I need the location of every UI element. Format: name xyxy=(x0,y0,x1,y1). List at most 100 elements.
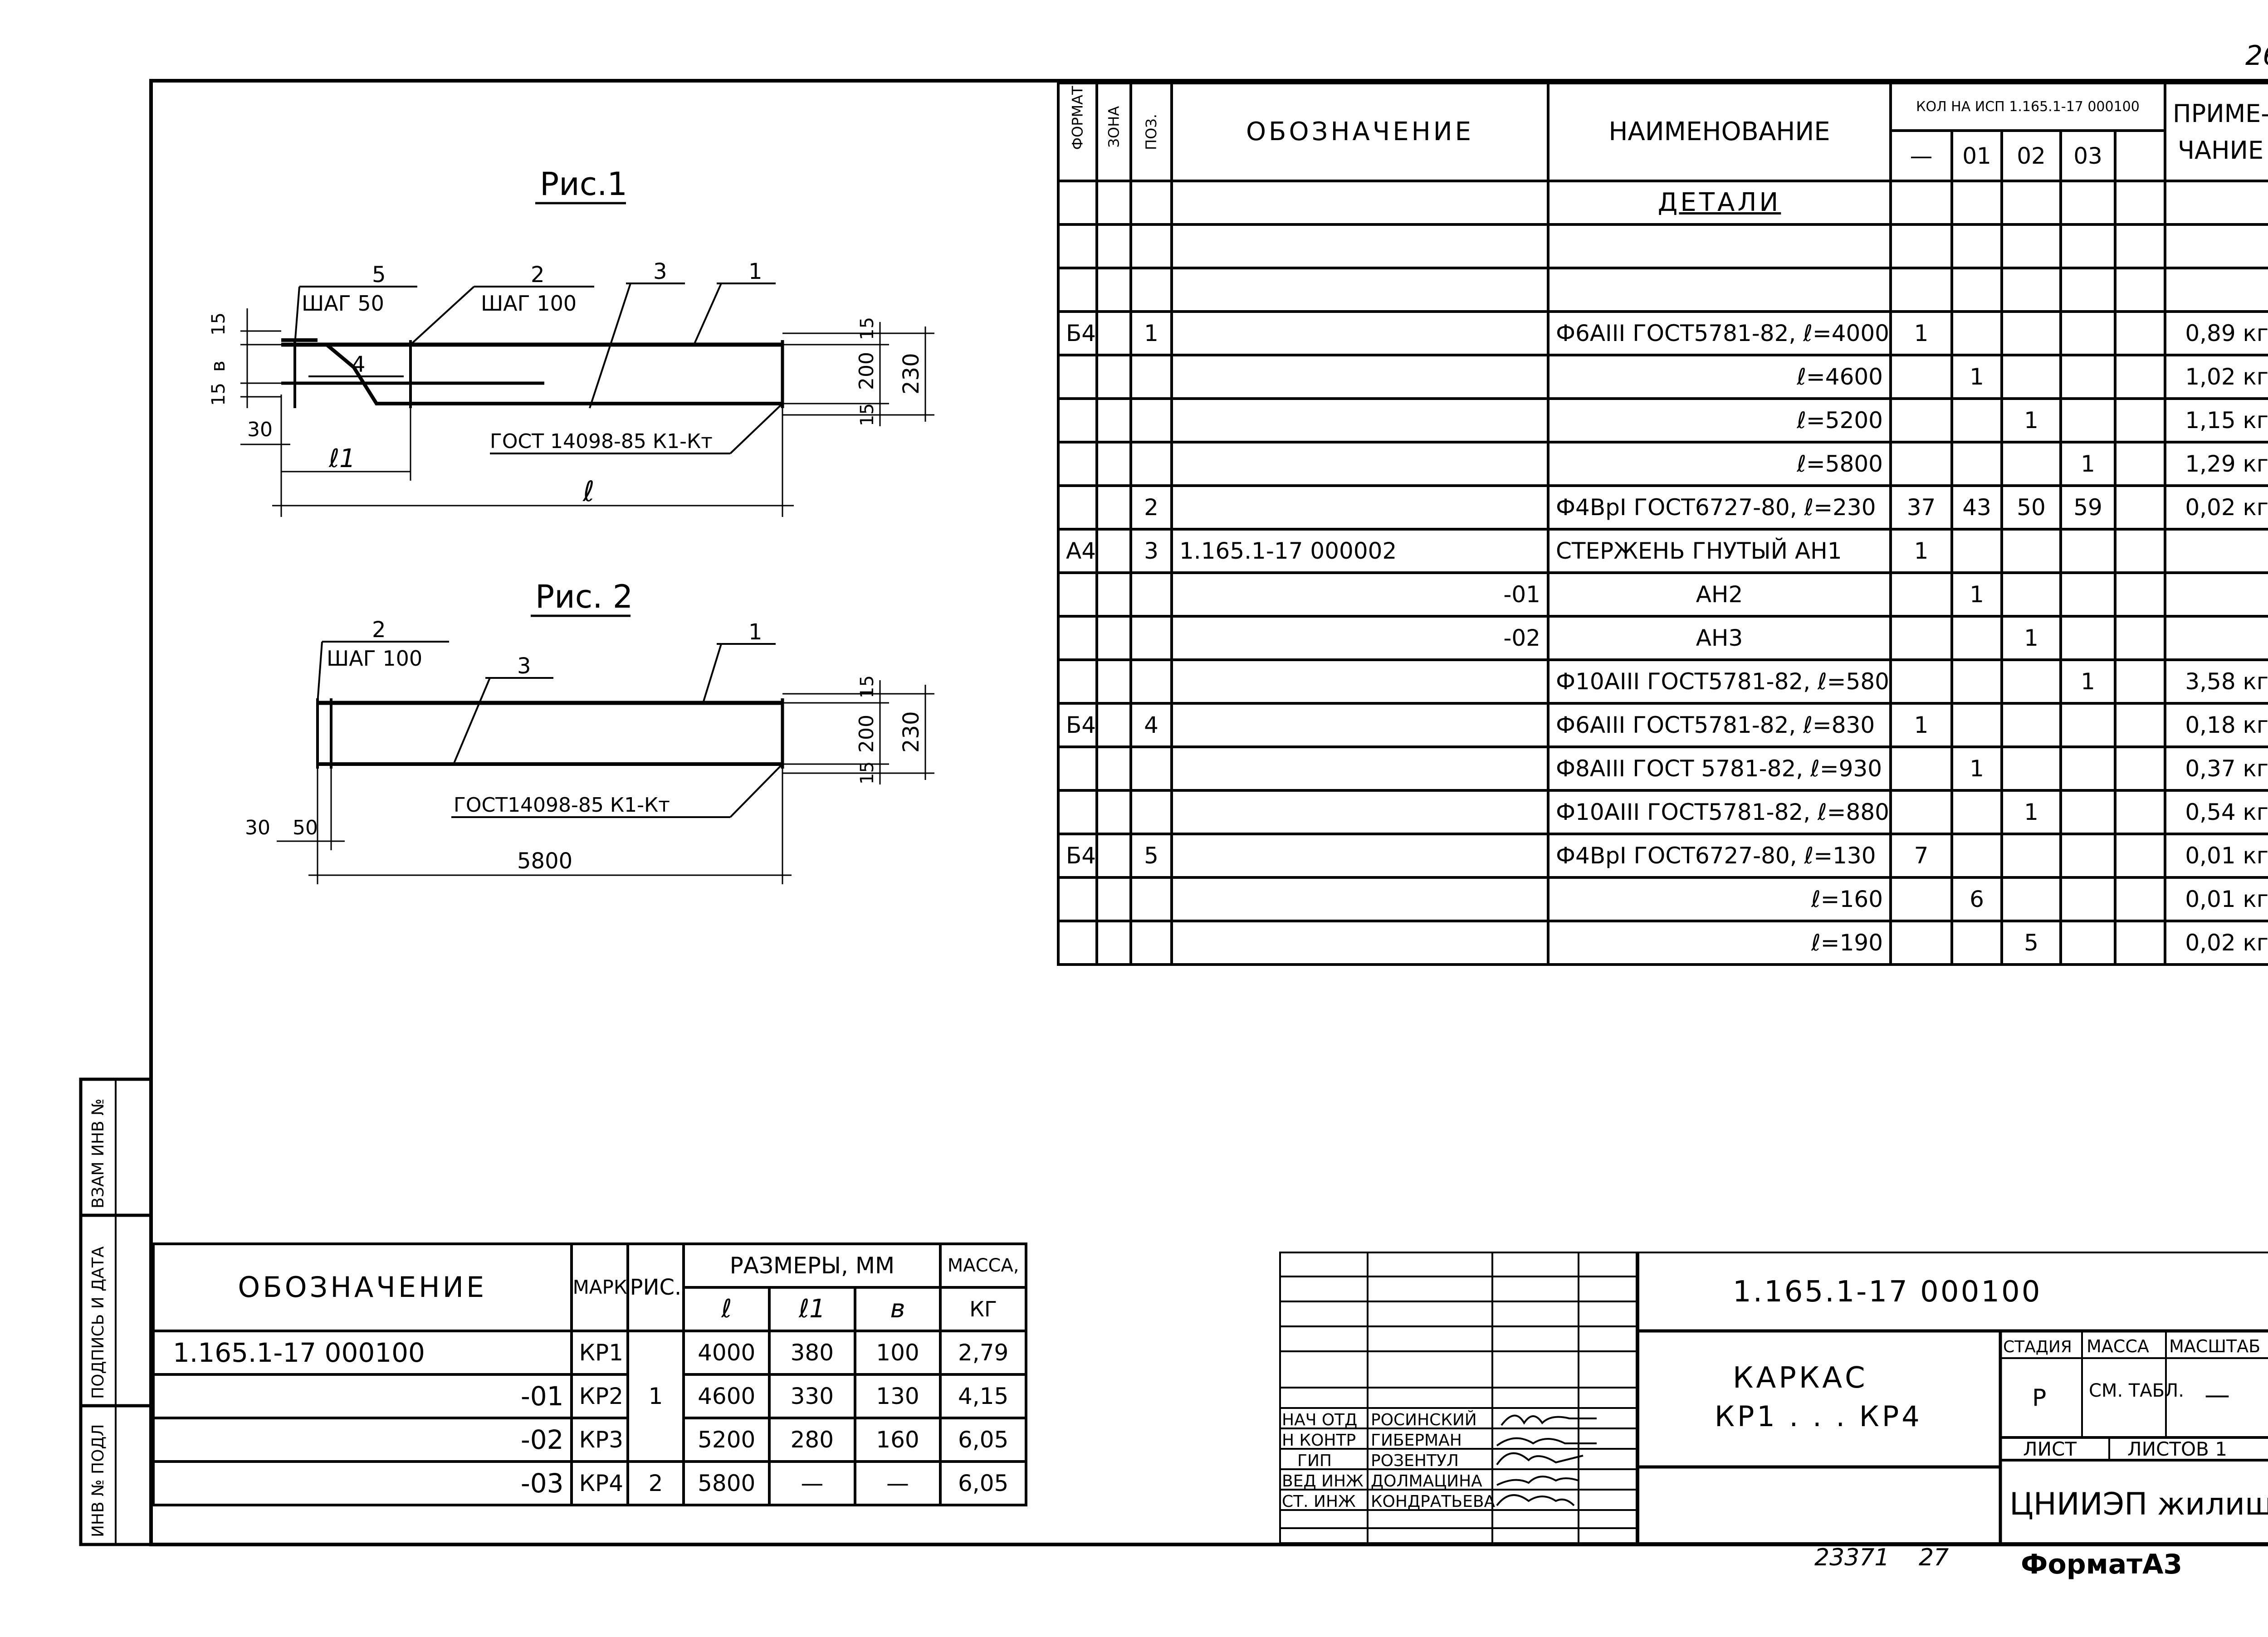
spec-qty: 1 xyxy=(2059,658,2116,705)
spec-qty xyxy=(1950,528,2003,574)
col-variant-03: 03 xyxy=(2059,129,2116,182)
spec-zone xyxy=(1095,876,1132,922)
spec-qty: 1 xyxy=(1889,310,1953,356)
spec-format: Б4 xyxy=(1057,833,1098,879)
side-strip-vzam: ВЗАМ ИНВ № xyxy=(89,1099,108,1209)
spec-pos xyxy=(1129,223,1173,269)
sizes-fig: 1 xyxy=(626,1330,685,1463)
fig1-dim-r200: 200 xyxy=(855,352,878,390)
spec-format xyxy=(1057,441,1098,487)
fig1-left-dims: 15 в 15 30 ℓ1 ℓ xyxy=(207,308,794,517)
spec-name: ℓ=5800 xyxy=(1547,441,1892,487)
spec-qty: 1 xyxy=(1950,354,2003,400)
col-qty: КОЛ НА ИСП 1.165.1-17 000100 xyxy=(1889,81,2167,132)
tb-role-name: ГИБЕРМАН xyxy=(1371,1431,1462,1450)
spec-qty xyxy=(2000,223,2062,269)
spec-qty xyxy=(1889,658,1953,705)
spec-qty-extra xyxy=(2113,223,2167,269)
spec-note: 1,29 кг xyxy=(2164,441,2268,487)
spec-qty-extra xyxy=(2113,658,2167,705)
tb-scale-label: МАСШТАБ xyxy=(2169,1336,2260,1356)
fig1-dim-l: ℓ xyxy=(582,475,595,508)
spec-qty-extra xyxy=(2113,920,2167,966)
spec-note: 0,01 кг xyxy=(2164,833,2268,879)
spec-pos: 1 xyxy=(1129,310,1173,356)
spec-note: 0,37 кг xyxy=(2164,745,2268,792)
spec-pos xyxy=(1129,397,1173,443)
col-format: ФОРМАТ xyxy=(1057,82,1098,182)
sizes-col-mark: МАРКА xyxy=(570,1242,629,1332)
spec-qty-extra xyxy=(2113,267,2167,313)
sizes-row: 1.165.1-17 000100 КР1 1 4000 380 100 2,7… xyxy=(152,1330,1027,1463)
fig1-right-dims: 15 200 15 230 xyxy=(782,317,934,426)
spec-zone xyxy=(1095,833,1132,879)
spec-note xyxy=(2164,528,2268,574)
spec-format xyxy=(1057,223,1098,269)
sizes-l1: 330 xyxy=(768,1373,856,1419)
sizes-l: 4000 xyxy=(682,1330,771,1376)
sizes-row: -02 КР3 5200 280 160 6,05 xyxy=(152,1417,1027,1463)
spec-name xyxy=(1547,223,1892,269)
spec-name: Ф10АIII ГОСТ5781-82, ℓ=880 xyxy=(1547,789,1892,835)
spec-note xyxy=(2164,223,2268,269)
tb-scale: — xyxy=(2204,1380,2230,1410)
spec-qty xyxy=(1889,920,1953,966)
spec-qty: 50 xyxy=(2000,484,2062,531)
spec-zone xyxy=(1095,702,1132,748)
spec-designation xyxy=(1170,267,1549,313)
sizes-col-designation: ОБОЗНАЧЕНИЕ xyxy=(152,1242,573,1332)
spec-format xyxy=(1057,789,1098,835)
spec-format xyxy=(1057,615,1098,661)
spec-zone xyxy=(1095,745,1132,792)
tb-stage: Р xyxy=(2032,1384,2046,1412)
spec-note: 1,15 кг xyxy=(2164,397,2268,443)
sizes-b: — xyxy=(853,1460,942,1506)
fig2-callout-3: 3 xyxy=(517,653,531,679)
sizes-designation: -03 xyxy=(152,1460,573,1506)
spec-format: Б4 xyxy=(1057,702,1098,748)
spec-format xyxy=(1057,658,1098,705)
fig1-dim-top: 15 xyxy=(208,312,229,336)
spec-pos xyxy=(1129,441,1173,487)
spec-qty: 6 xyxy=(1950,876,2003,922)
fig1-callout-2: 2 xyxy=(531,262,545,287)
fig1-dim-r15-top: 15 xyxy=(857,317,878,340)
spec-designation xyxy=(1170,397,1549,443)
fig1-callout-1: 1 xyxy=(748,259,763,284)
sizes-mark: КР4 xyxy=(570,1460,629,1506)
col-note-line2: ЧАНИЕ xyxy=(2177,136,2264,165)
spec-format xyxy=(1057,571,1098,618)
spec-format: Б4 xyxy=(1057,310,1098,356)
spec-qty xyxy=(2000,310,2062,356)
spec-note: 0,54 кг xyxy=(2164,789,2268,835)
sizes-designation: -02 xyxy=(152,1417,573,1463)
fig1-step-50: ШАГ 50 xyxy=(302,291,384,316)
tb-sheets-label: ЛИСТОВ 1 xyxy=(2127,1438,2227,1460)
spec-qty: 5 xyxy=(2000,920,2062,966)
spec-qty xyxy=(2059,267,2116,313)
spec-qty: 1 xyxy=(2059,441,2116,487)
spec-zone xyxy=(1095,267,1132,313)
fig2-dim-r15-top: 15 xyxy=(857,675,878,698)
spec-qty-extra xyxy=(2113,397,2167,443)
fig1-dim-l1: ℓ1 xyxy=(328,444,356,473)
spec-qty xyxy=(1889,397,1953,443)
spec-designation xyxy=(1170,310,1549,356)
fig1-callout-3: 3 xyxy=(653,259,667,284)
spec-zone xyxy=(1095,789,1132,835)
spec-format xyxy=(1057,354,1098,400)
spec-qty-extra xyxy=(2113,441,2167,487)
spec-qty xyxy=(2000,267,2062,313)
fig2-callout-2: 2 xyxy=(372,617,386,643)
col-pos: ПОЗ. xyxy=(1129,82,1173,182)
tb-role: ВЕД ИНЖ xyxy=(1282,1472,1364,1491)
spec-qty xyxy=(1950,441,2003,487)
tb-org: ЦНИИЭП жилища xyxy=(2009,1486,2268,1522)
spec-designation xyxy=(1170,441,1549,487)
spec-pos xyxy=(1129,658,1173,705)
